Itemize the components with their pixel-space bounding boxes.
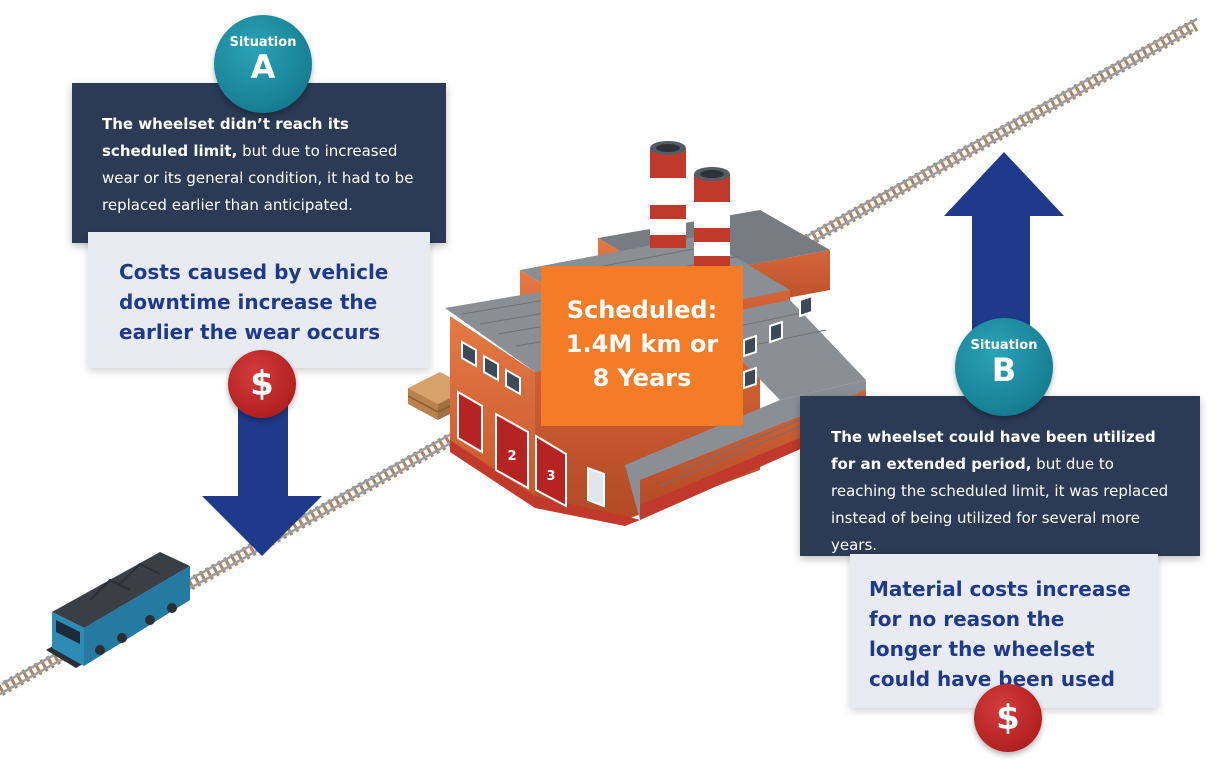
chimney (650, 141, 686, 248)
situation-b-description-text: but due to reaching the scheduled limit,… (831, 455, 1169, 554)
schedule-line-2: 1.4M km or (565, 330, 719, 358)
situation-a-consequence-panel: Costs caused by vehicle downtime increas… (88, 232, 430, 368)
situation-a-description-text: but due to increased wear or its general… (102, 142, 414, 214)
dollar-icon: $ (228, 350, 296, 418)
train-icon (46, 552, 190, 668)
situation-a-consequence-text: Costs caused by vehicle downtime increas… (119, 260, 389, 344)
door-number: 2 (507, 449, 516, 464)
situation-b-consequence-text: Material costs increase for no reason th… (869, 577, 1131, 691)
door-number: 3 (546, 469, 555, 484)
situation-b-badge-caption: Situation (970, 338, 1038, 353)
arrow-down-icon (202, 390, 322, 556)
situation-b-badge-letter: B (991, 351, 1017, 389)
situation-a-badge: Situation A (214, 15, 312, 113)
chimney (694, 167, 730, 266)
situation-a-badge-caption: Situation (229, 35, 297, 50)
schedule-line-1: Scheduled: (566, 296, 718, 324)
schedule-line-3: 8 Years (592, 364, 692, 392)
situation-a-description-bold: The wheelset didn’t reach its scheduled … (102, 115, 349, 160)
arrow-up-icon (944, 152, 1064, 330)
situation-b-description-bold: The wheelset could have been utilized fo… (831, 428, 1156, 473)
situation-b-badge: Situation B (955, 318, 1053, 416)
situation-a-badge-letter: A (250, 48, 276, 86)
schedule-box: Scheduled: 1.4M km or 8 Years (541, 266, 743, 426)
situation-b-description-panel: The wheelset could have been utilized fo… (800, 396, 1200, 556)
dollar-icon: $ (974, 684, 1042, 752)
